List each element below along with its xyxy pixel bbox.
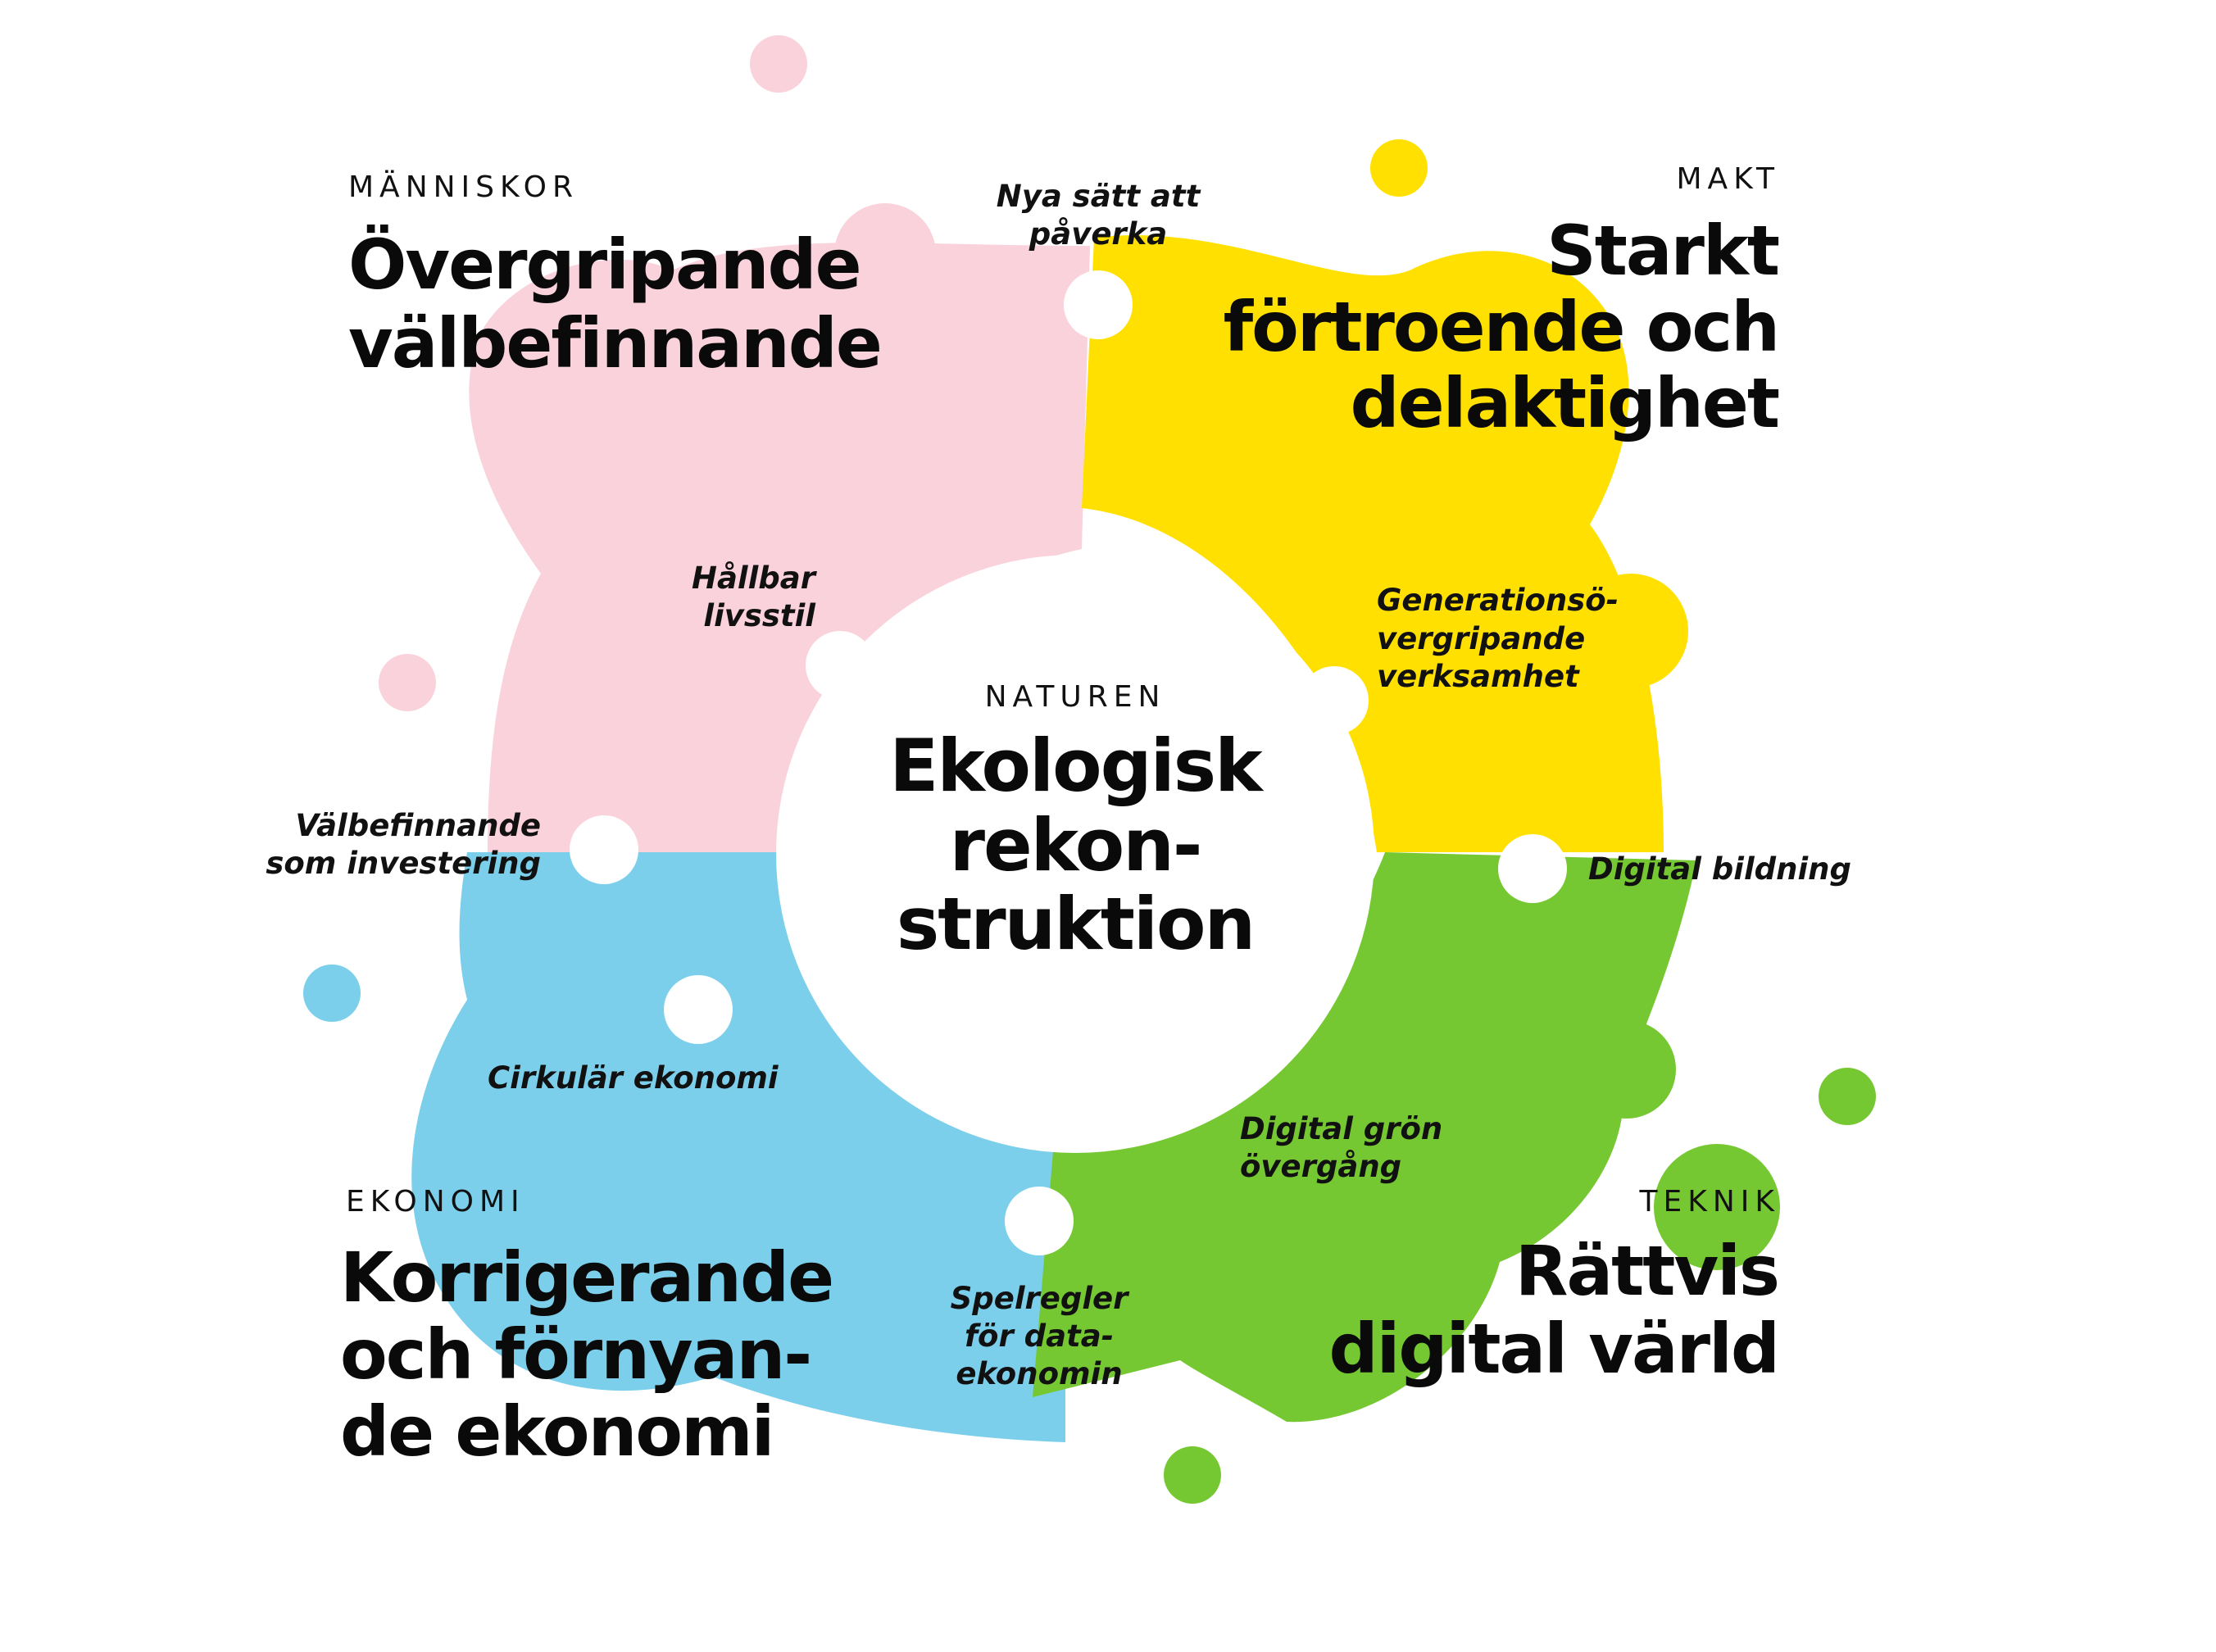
green-dot: [1819, 1068, 1876, 1125]
label-nya-satt-line-2: påverka: [1029, 216, 1168, 252]
green-quadrant-blob: [1033, 852, 1696, 1423]
green-dot: [1164, 1446, 1221, 1504]
label-hallbar-line-2: livsstil: [703, 598, 816, 633]
label-valbefinnande-line-2: som investering: [266, 846, 541, 881]
connector-dot-nya-satt: [1064, 270, 1133, 339]
label-spelregler-line-1: Spelregler: [951, 1281, 1131, 1316]
yellow-quadrant-blob: [1082, 235, 1664, 852]
quadrant-economy: EKONOMI Korrigerande och förnyan- de eko…: [340, 1185, 834, 1472]
quadrant-technology: TEKNIK Rättvis digital värld: [1328, 1185, 1780, 1389]
label-generation-line-1: Generationsö-: [1377, 583, 1619, 618]
quadrant-blobs: [411, 203, 1696, 1442]
center-category: NATUREN: [985, 680, 1166, 714]
connector-dots: [570, 270, 1567, 1255]
economy-title-line-3: de ekonomi: [340, 1391, 773, 1472]
yellow-dot: [1370, 139, 1428, 197]
people-category: MÄNNISKOR: [348, 170, 579, 204]
label-nya-satt-line-1: Nya sätt att: [997, 179, 1201, 214]
economy-title-line-2: och förnyan-: [340, 1314, 811, 1395]
label-spelregler-line-3: ekonomin: [956, 1356, 1122, 1391]
connector-dot-cirkular: [664, 975, 733, 1044]
quadrant-people: MÄNNISKOR Övergripande välbefinnande: [348, 170, 883, 384]
blue-quadrant-blob: [411, 852, 1065, 1442]
pink-quadrant-blob: [469, 243, 1090, 852]
connector-dot-digital-gron: [1197, 1028, 1265, 1097]
connector-dot-hallbar: [806, 631, 874, 700]
power-title-line-1: Starkt: [1546, 211, 1779, 291]
decorative-dots: [303, 35, 1876, 1504]
people-title-line-2: välbefinnande: [348, 303, 881, 384]
power-category: MAKT: [1677, 162, 1781, 196]
power-title-line-3: delaktighet: [1351, 363, 1779, 443]
connector-dot-digital-bildning: [1498, 834, 1567, 903]
label-spelregler-line-2: för data-: [965, 1318, 1114, 1354]
label-digital-gron-line-2: övergång: [1240, 1149, 1401, 1184]
center-title-line-3: struktion: [897, 882, 1254, 966]
pink-dot: [379, 654, 436, 711]
green-blob-bump: [1578, 1020, 1676, 1119]
economy-title-line-1: Korrigerande: [340, 1237, 833, 1318]
connector-dot-spelregler: [1005, 1187, 1074, 1255]
connector-dot-valbefinnande: [570, 815, 638, 884]
technology-title-line-1: Rättvis: [1515, 1231, 1778, 1311]
center-title-line-2: rekon-: [950, 803, 1201, 887]
pink-blob-bump: [834, 203, 936, 305]
label-digital-bildning: Digital bildning: [1588, 851, 1851, 887]
center-title-line-1: Ekologisk: [889, 724, 1265, 808]
connector-labels: Nya sätt att påverka Hållbar livsstil Ge…: [266, 179, 1851, 1391]
economy-category: EKONOMI: [346, 1185, 525, 1219]
yellow-blob-bump: [1573, 574, 1688, 688]
label-valbefinnande-line-1: Välbefinnande: [295, 808, 541, 843]
green-dot: [1654, 1144, 1780, 1270]
connector-dot-generation: [1300, 666, 1369, 735]
label-generation-line-2: vergripande: [1377, 621, 1585, 656]
center-circle: [776, 555, 1374, 1153]
center-text-group: NATUREN Ekologisk rekon- struktion: [889, 680, 1266, 966]
pink-dot: [750, 35, 807, 93]
label-generation-line-3: verksamhet: [1377, 659, 1580, 694]
label-digital-gron-line-1: Digital grön: [1240, 1111, 1442, 1146]
power-title-line-2: förtroende och: [1224, 287, 1778, 367]
label-hallbar-line-1: Hållbar: [692, 560, 818, 596]
blue-dot: [303, 964, 361, 1022]
people-title-line-1: Övergripande: [348, 225, 861, 305]
quadrant-power: MAKT Starkt förtroende och delaktighet: [1224, 162, 1781, 443]
technology-category: TEKNIK: [1639, 1185, 1781, 1219]
label-cirkular: Cirkulär ekonomi: [488, 1060, 779, 1096]
technology-title-line-2: digital värld: [1328, 1309, 1778, 1389]
